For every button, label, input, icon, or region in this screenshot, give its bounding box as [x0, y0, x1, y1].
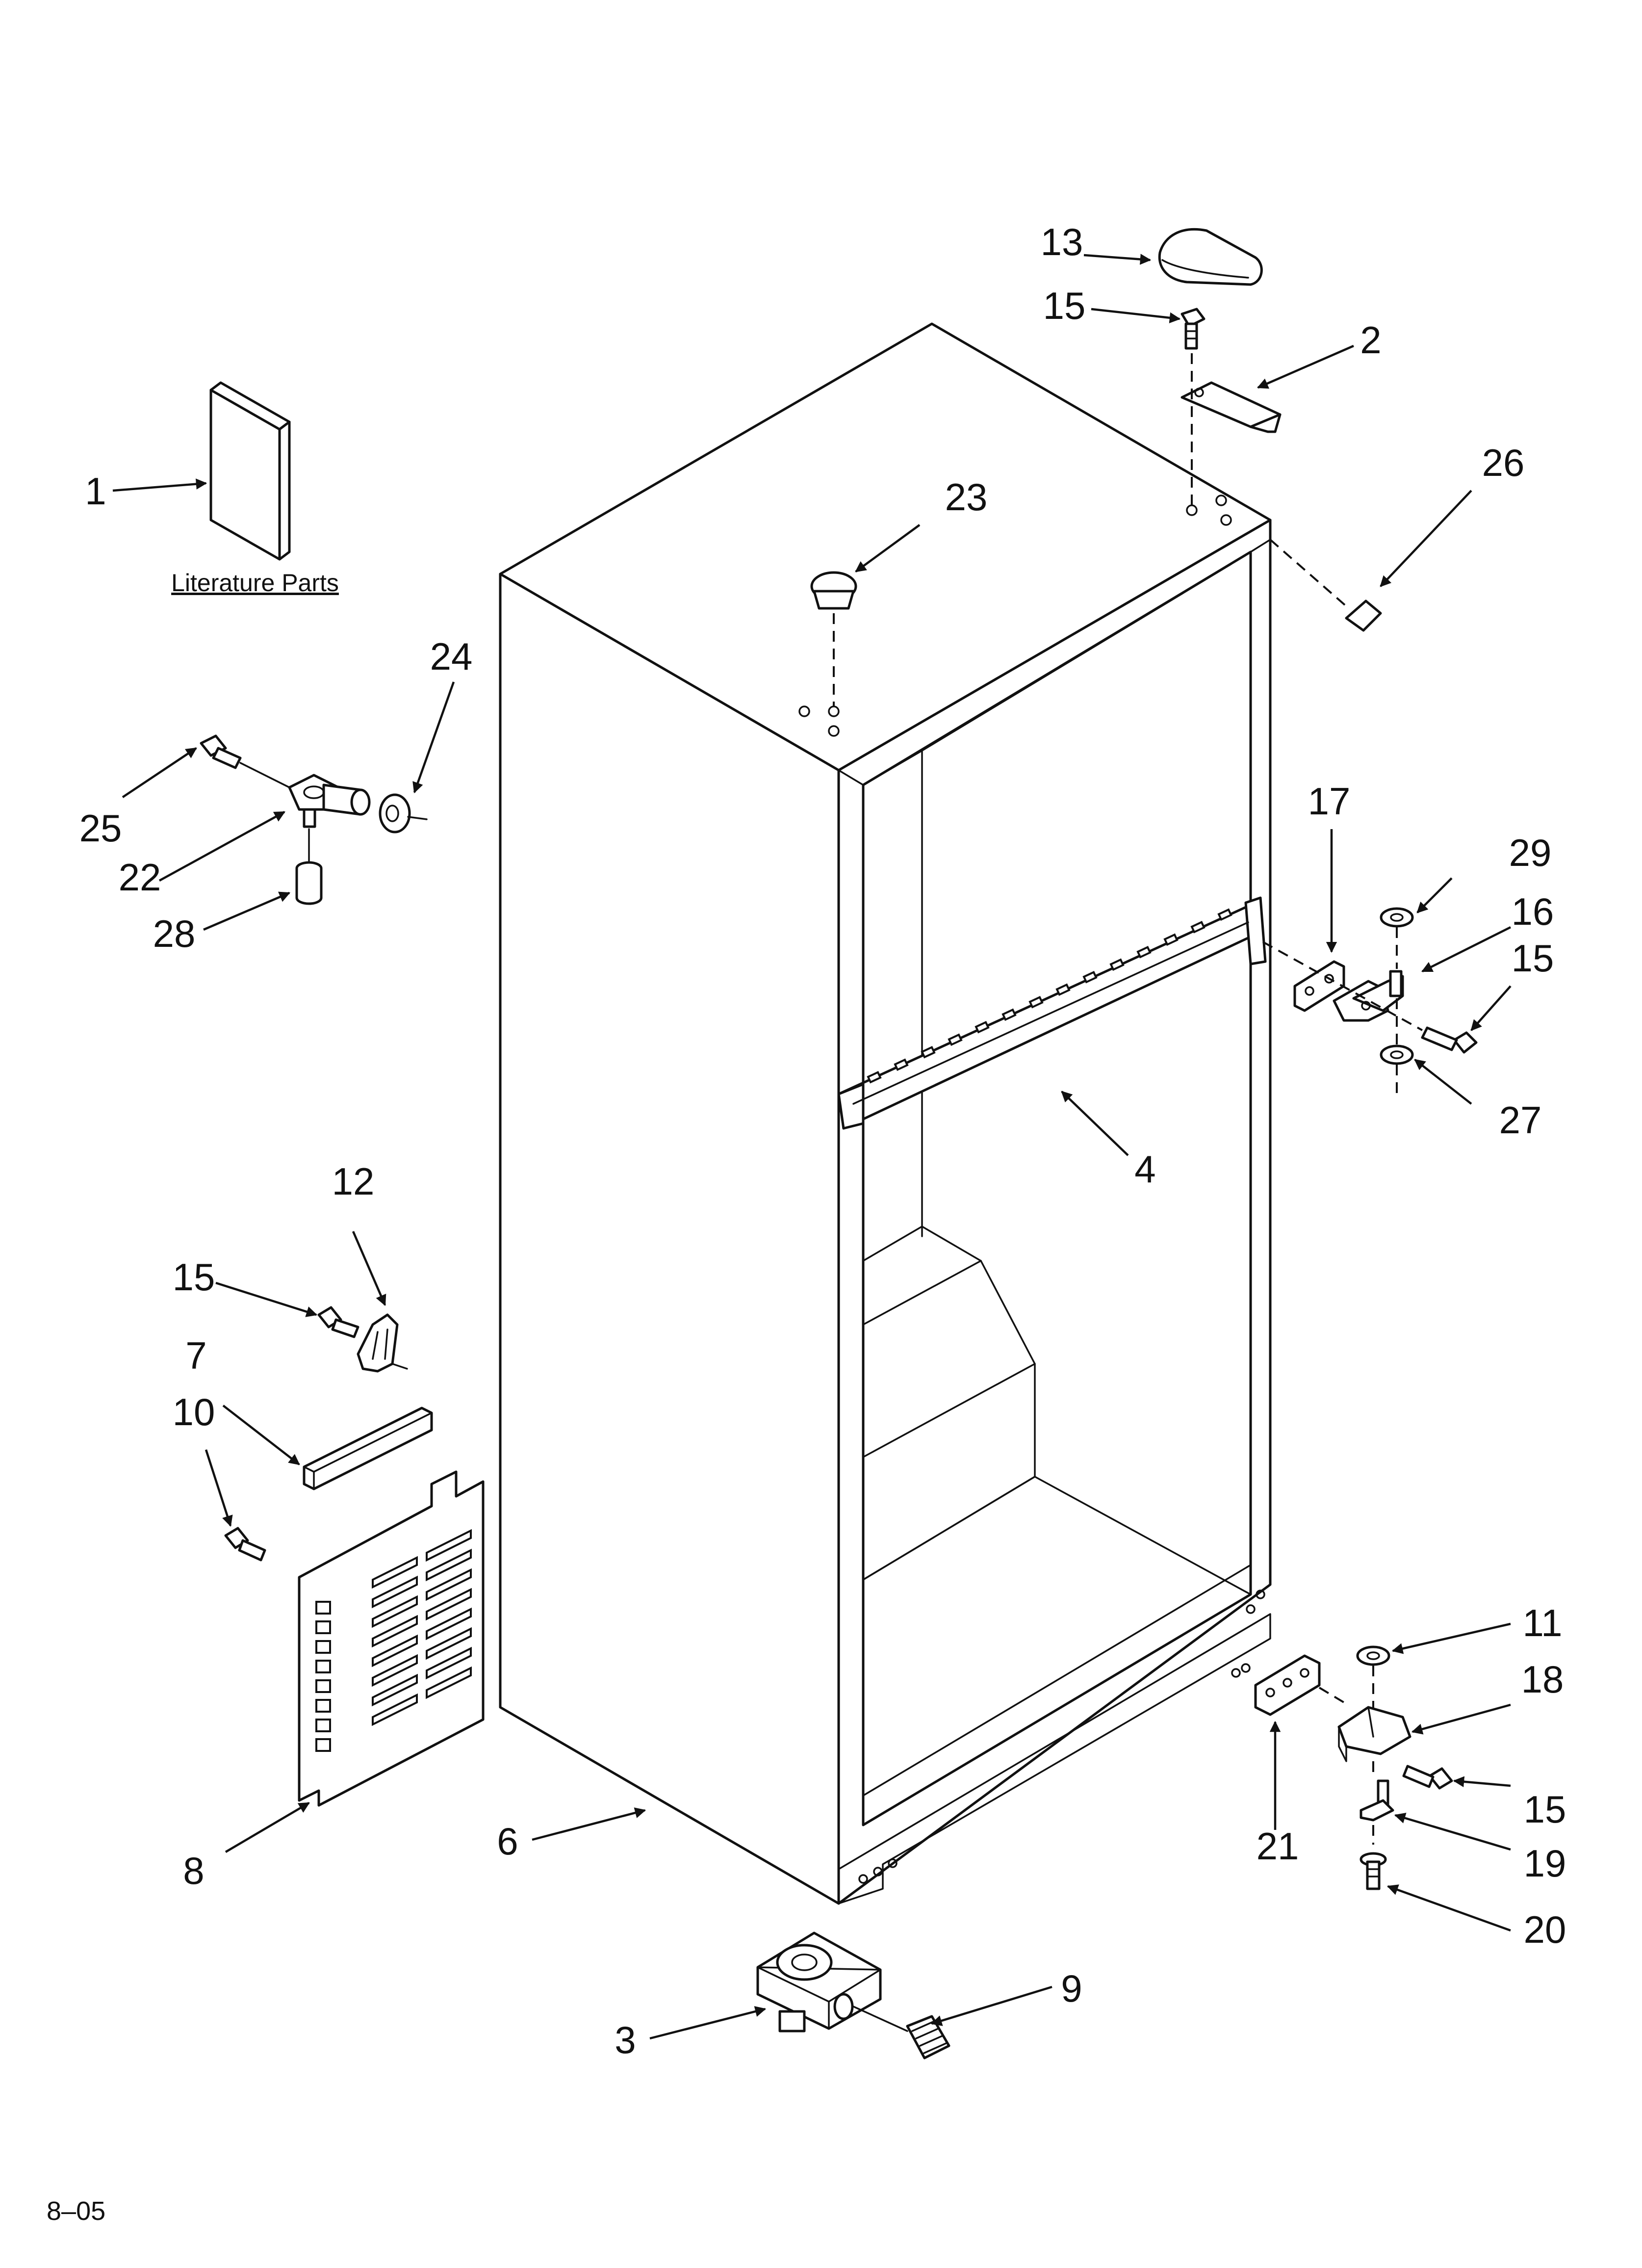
- grille-louver: [372, 1654, 418, 1687]
- grille-louver: [426, 1666, 472, 1699]
- grille-vent: [315, 1719, 331, 1732]
- rail-slot: [921, 1046, 936, 1059]
- callout-23: 23: [945, 475, 988, 519]
- grille-vent: [315, 1699, 331, 1713]
- callout-28: 28: [153, 912, 196, 955]
- rail-slot: [975, 1021, 990, 1034]
- callout-20: 20: [1524, 1908, 1566, 1951]
- grille-louver: [372, 1634, 418, 1668]
- callout-4: 4: [1134, 1147, 1155, 1191]
- literature-parts: [209, 381, 291, 561]
- hinge-plug: [1269, 539, 1382, 632]
- callout-17: 17: [1308, 780, 1351, 823]
- plug-button: [810, 571, 857, 706]
- grille-vent: [315, 1660, 331, 1673]
- grille-louver: [426, 1588, 472, 1621]
- grille-vent: [315, 1679, 331, 1693]
- rail-slot: [1028, 996, 1044, 1009]
- literature-parts-caption: Literature Parts: [171, 569, 339, 597]
- grille-louver: [372, 1595, 418, 1628]
- grille-louver: [372, 1693, 418, 1726]
- callout-6: 6: [497, 1820, 518, 1863]
- callout-13: 13: [1041, 220, 1083, 263]
- callout-7: 7: [185, 1334, 206, 1377]
- callout-25: 25: [79, 807, 122, 850]
- rail-slot: [948, 1033, 963, 1046]
- rail-slot: [1163, 933, 1179, 946]
- hinge-screw-top: [1180, 308, 1206, 350]
- rail-slot: [894, 1058, 909, 1071]
- callout-26: 26: [1482, 441, 1525, 484]
- rail-slot: [867, 1071, 882, 1084]
- callout-10: 10: [173, 1390, 215, 1434]
- grille-vent: [315, 1640, 331, 1654]
- center-hinge-assembly: [1262, 907, 1478, 1099]
- callout-11: 11: [1523, 1601, 1563, 1644]
- leveling-screw: [852, 2006, 950, 2059]
- hinge-cover: [1158, 228, 1263, 286]
- rail-slot: [1109, 958, 1125, 971]
- callout-2: 2: [1360, 318, 1381, 362]
- callout-8: 8: [183, 1849, 204, 1892]
- callout-27: 27: [1499, 1098, 1542, 1142]
- callout-22: 22: [119, 856, 161, 899]
- door-stop-assembly: [200, 734, 428, 905]
- grille-hardware: [224, 1306, 433, 1562]
- callout-15-right-upper: 15: [1512, 937, 1554, 980]
- grille-louver: [426, 1568, 472, 1601]
- roller-assembly: [756, 1931, 882, 2033]
- grille-louver: [426, 1607, 472, 1641]
- grille-louver: [372, 1556, 418, 1589]
- callout-19: 19: [1524, 1842, 1566, 1885]
- callout-15-left: 15: [173, 1255, 215, 1299]
- top-hinge: [1180, 353, 1282, 505]
- grille-louver: [372, 1673, 418, 1707]
- rail-slot: [1082, 971, 1098, 984]
- callout-18: 18: [1521, 1658, 1564, 1701]
- callout-24: 24: [430, 635, 473, 678]
- grille-louver: [426, 1646, 472, 1680]
- rail-slot: [1190, 921, 1206, 934]
- grille-louver: [426, 1548, 472, 1582]
- callout-21: 21: [1257, 1825, 1299, 1868]
- rail-slot: [1217, 908, 1232, 921]
- toe-grille: [298, 1470, 485, 1807]
- leader-lines: [112, 254, 1512, 2040]
- bottom-hinge-assembly: [1254, 1645, 1453, 1890]
- grille-louver: [426, 1529, 472, 1562]
- callout-16: 16: [1512, 890, 1554, 933]
- grille-louver: [426, 1627, 472, 1660]
- callout-9: 9: [1061, 1967, 1082, 2010]
- grille-vent: [315, 1620, 331, 1634]
- revision-code: 8–05: [47, 2196, 105, 2226]
- callout-3: 3: [615, 2018, 636, 2061]
- callout-15-right-lower: 15: [1524, 1788, 1566, 1831]
- callout-15-top: 15: [1043, 284, 1086, 327]
- grille-louver: [372, 1615, 418, 1648]
- callout-29: 29: [1509, 831, 1552, 874]
- grille-vent: [315, 1601, 331, 1615]
- grille-vent: [315, 1738, 331, 1752]
- rail-slot: [1136, 946, 1152, 959]
- callout-labels: 1 2 3 4 6 7 8 9 10 11 12 13 15 15 15 15 …: [79, 220, 1566, 2061]
- rail-slot: [1055, 983, 1071, 996]
- grille-louver: [372, 1575, 418, 1609]
- center-hinge-rail: [837, 896, 1267, 1130]
- callout-12: 12: [332, 1160, 375, 1203]
- rail-slot: [1001, 1008, 1017, 1021]
- callout-1: 1: [85, 469, 106, 513]
- refrigerator-cabinet: [499, 322, 1272, 1905]
